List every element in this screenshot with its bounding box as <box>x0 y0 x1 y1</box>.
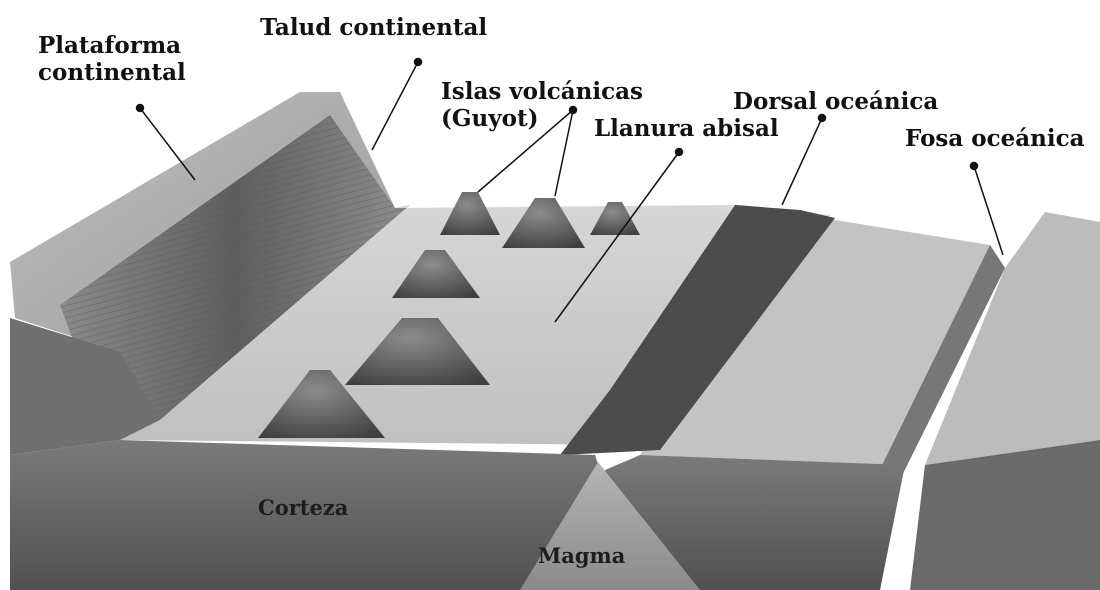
plataforma-label-line1: Plataforma <box>38 32 186 59</box>
dorsal-label: Dorsal oceánica <box>733 88 938 115</box>
plataforma-label: Plataforma continental <box>38 32 186 86</box>
plataforma-label-line2: continental <box>38 59 186 86</box>
talud-label: Talud continental <box>260 14 487 41</box>
islas-label-line1: Islas volcánicas <box>441 78 643 105</box>
fosa-label: Fosa oceánica <box>905 125 1085 152</box>
magma-label: Magma <box>538 543 625 568</box>
llanura-label: Llanura abisal <box>594 115 779 142</box>
corteza-label: Corteza <box>258 495 348 520</box>
